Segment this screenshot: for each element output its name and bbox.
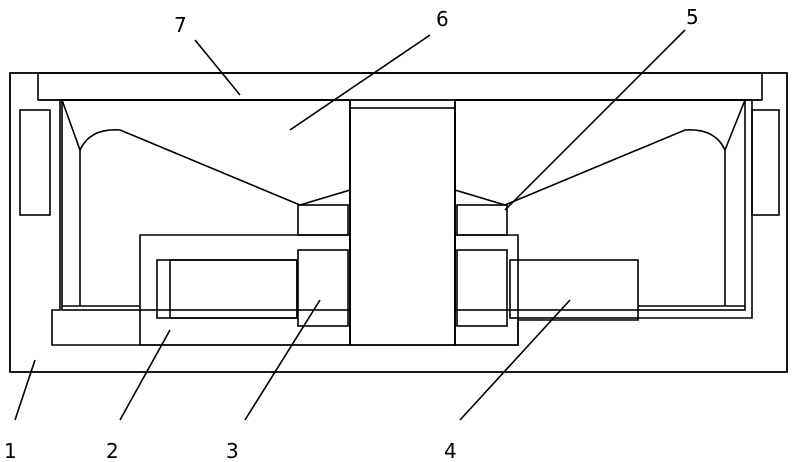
label-3: 3 bbox=[226, 439, 239, 462]
label-6: 6 bbox=[436, 7, 449, 31]
label-1: 1 bbox=[4, 439, 17, 462]
label-4: 4 bbox=[444, 439, 457, 462]
label-2: 2 bbox=[106, 439, 119, 462]
leader-lines bbox=[14, 29, 686, 421]
magnet-part-4 bbox=[156, 259, 639, 319]
center-pole bbox=[349, 107, 456, 346]
label-7: 7 bbox=[174, 13, 187, 37]
coil-former-part-5 bbox=[297, 204, 508, 236]
diaphragm-part-6 bbox=[60, 99, 747, 311]
top-cover-part-7 bbox=[37, 72, 763, 101]
yoke-part-2 bbox=[139, 234, 519, 346]
voice-coil-part-3 bbox=[297, 249, 508, 327]
label-5: 5 bbox=[686, 5, 699, 29]
housing-part-1 bbox=[9, 72, 788, 373]
